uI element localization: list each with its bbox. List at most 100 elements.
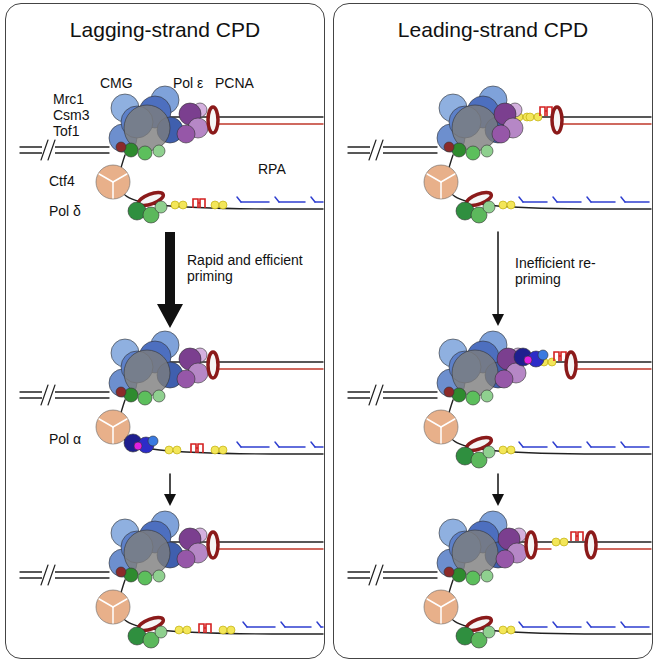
rna-primer bbox=[519, 197, 523, 202]
lagging-template bbox=[447, 155, 651, 209]
arrow-head bbox=[492, 314, 504, 326]
mrc1-csm3-tof1 bbox=[481, 145, 493, 157]
parental-strand bbox=[348, 577, 437, 578]
part-label: PCNA bbox=[215, 75, 254, 91]
break-mark bbox=[369, 140, 376, 160]
parental-strand bbox=[20, 146, 109, 147]
mrc1-csm3-tof1 bbox=[452, 388, 466, 402]
rpa bbox=[219, 626, 227, 634]
mrc1-csm3-tof1 bbox=[153, 145, 165, 157]
rpa bbox=[552, 538, 560, 546]
ctf4-divider bbox=[441, 174, 455, 182]
rpa bbox=[219, 446, 227, 454]
cpd-lesion bbox=[540, 107, 552, 116]
label-anchor: Mrc1 bbox=[53, 90, 84, 108]
mrc1-csm3-tof1 bbox=[153, 570, 165, 582]
pcna-ring bbox=[526, 532, 536, 558]
pol-epsilon bbox=[177, 370, 195, 388]
pol-epsilon bbox=[177, 550, 195, 568]
mrc1-csm3-tof1 bbox=[138, 391, 152, 405]
parental-strand bbox=[348, 152, 437, 153]
rna-primer bbox=[275, 442, 279, 447]
parental-strand bbox=[20, 391, 109, 392]
pcna-ring bbox=[208, 532, 218, 558]
pol-delta bbox=[483, 201, 495, 213]
okazaki-fragment bbox=[247, 626, 275, 628]
step-note: Inefficient re-priming bbox=[515, 255, 625, 287]
mrc1-csm3-tof1 bbox=[116, 567, 126, 577]
leading-nascent bbox=[571, 368, 651, 369]
rpa bbox=[499, 446, 507, 454]
duplex-break bbox=[42, 566, 55, 584]
rna-primer bbox=[237, 197, 241, 202]
ctf4-divider bbox=[440, 607, 442, 623]
pol-alpha bbox=[514, 348, 532, 366]
ctf4-divider bbox=[99, 174, 113, 182]
mrc1-csm3-tof1 bbox=[116, 387, 126, 397]
label-anchor: Rapid and efficient priming bbox=[187, 252, 312, 284]
mrc1-csm3-tof1 bbox=[153, 390, 165, 402]
ctf4-divider bbox=[112, 607, 114, 623]
ctf4-trimer bbox=[424, 590, 458, 624]
okazaki-fragment bbox=[241, 446, 269, 448]
lagging-template bbox=[119, 155, 323, 209]
label-anchor: CMG bbox=[100, 74, 133, 92]
rna-primer bbox=[519, 622, 523, 627]
duplex-break bbox=[370, 386, 383, 404]
mrc1-csm3-tof1 bbox=[116, 142, 126, 152]
ctf4-trimer bbox=[424, 165, 458, 199]
duplex-break bbox=[370, 141, 383, 159]
rpa bbox=[171, 201, 179, 209]
pol-delta bbox=[483, 446, 495, 458]
ctf4-divider bbox=[99, 599, 113, 607]
okazaki-fragment bbox=[591, 446, 615, 448]
break-mark bbox=[48, 565, 55, 585]
pcna-ring bbox=[566, 352, 576, 378]
ctf4-divider bbox=[440, 427, 442, 443]
okazaki-fragment bbox=[523, 201, 547, 203]
label-anchor: Pol α bbox=[49, 430, 81, 448]
rpa bbox=[507, 446, 515, 454]
part-label: Ctf4 bbox=[49, 173, 75, 189]
rna-primer bbox=[311, 442, 315, 447]
mrc1-csm3-tof1 bbox=[444, 567, 454, 577]
mrc1-csm3-tof1 bbox=[138, 146, 152, 160]
ctf4-trimer bbox=[424, 410, 458, 444]
thin-arrow bbox=[169, 474, 171, 496]
duplex-break bbox=[42, 141, 55, 159]
label-anchor: Pol δ bbox=[49, 202, 81, 220]
rpa bbox=[526, 113, 534, 121]
pcna-ring bbox=[552, 107, 562, 133]
rna-primer bbox=[621, 622, 625, 627]
mrc1-csm3-tof1 bbox=[466, 391, 480, 405]
ctf4-divider bbox=[427, 419, 441, 427]
cpd-lesion bbox=[191, 444, 203, 453]
rpa bbox=[183, 626, 191, 634]
ctf4-divider bbox=[113, 174, 127, 182]
rna-primer bbox=[553, 197, 557, 202]
parental-strand bbox=[348, 146, 437, 147]
label-anchor: Pol ε bbox=[173, 74, 203, 92]
rna-primer bbox=[587, 197, 591, 202]
mrc1-csm3-tof1 bbox=[466, 146, 480, 160]
mrc1-csm3-tof1 bbox=[124, 388, 138, 402]
cpd-lesion bbox=[554, 352, 566, 361]
pol-alpha bbox=[124, 434, 142, 452]
break-mark bbox=[376, 565, 383, 585]
ctf4-divider bbox=[440, 182, 442, 198]
okazaki-fragment bbox=[557, 626, 581, 628]
okazaki-fragment bbox=[523, 446, 547, 448]
break-mark bbox=[48, 385, 55, 405]
cpd-lesion bbox=[193, 199, 205, 208]
okazaki-fragment bbox=[625, 446, 649, 448]
lagging-template bbox=[447, 580, 651, 634]
rpa bbox=[179, 201, 187, 209]
rna-primer bbox=[519, 442, 523, 447]
break-mark bbox=[376, 140, 383, 160]
replisome bbox=[348, 86, 651, 223]
rna-primer bbox=[553, 622, 557, 627]
rpa bbox=[499, 626, 507, 634]
part-label: Mrc1 bbox=[53, 91, 84, 107]
rna-primer bbox=[553, 442, 557, 447]
